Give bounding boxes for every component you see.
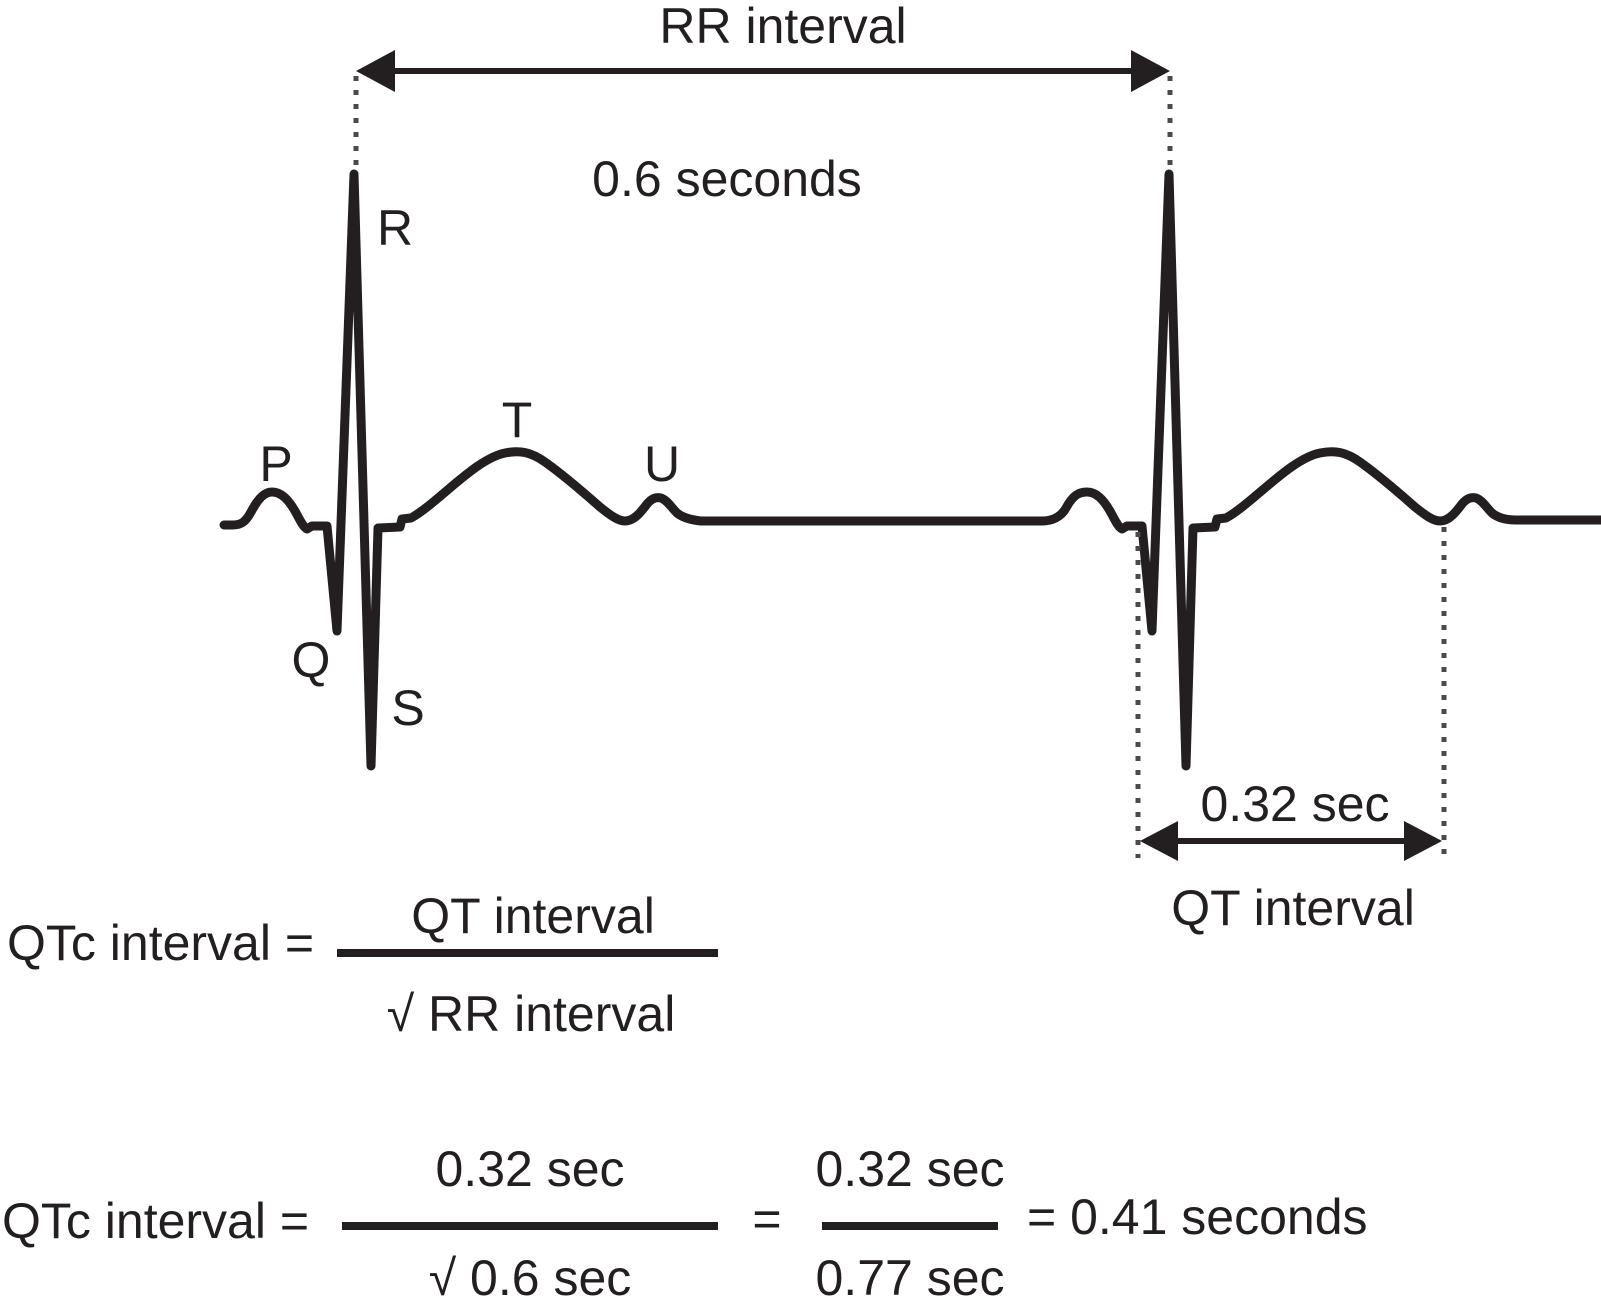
wave-label-s: S xyxy=(391,680,425,736)
wave-label-r: R xyxy=(376,200,414,256)
formula2-fraction1-numerator: 0.32 sec xyxy=(435,1141,625,1197)
formula2-fraction2-denominator: 0.77 sec xyxy=(815,1250,1005,1306)
formula2-equals: = xyxy=(752,1191,782,1247)
formula1-lhs: QTc interval = xyxy=(7,915,315,971)
rr-arrowhead-right xyxy=(1131,50,1170,92)
qt-arrowhead-left xyxy=(1140,821,1178,861)
formula2-result: = 0.41 seconds xyxy=(1027,1189,1368,1245)
rr-duration-label: 0.6 seconds xyxy=(592,151,862,207)
wave-label-p: P xyxy=(259,436,293,492)
formula1-denominator: √ RR interval xyxy=(386,986,676,1042)
qt-arrowhead-right xyxy=(1404,821,1442,861)
formula1-fraction-bar xyxy=(337,949,718,957)
rr-arrowhead-left xyxy=(356,50,395,92)
wave-label-q: Q xyxy=(291,632,331,688)
formula1-numerator: QT interval xyxy=(411,888,655,944)
ecg-trace xyxy=(219,169,1601,771)
rr-interval-label: RR interval xyxy=(659,0,907,54)
formula2-fraction1-denominator: √ 0.6 sec xyxy=(428,1250,632,1306)
qt-duration-label: 0.32 sec xyxy=(1200,776,1390,832)
qt-interval-label: QT interval xyxy=(1171,880,1415,936)
formula2-fraction1-bar xyxy=(342,1222,718,1230)
wave-label-t: T xyxy=(501,392,533,448)
wave-label-u: U xyxy=(643,436,681,492)
formula2-fraction2-bar xyxy=(822,1222,998,1230)
formula2-lhs: QTc interval = xyxy=(2,1193,310,1249)
formula2-fraction2-numerator: 0.32 sec xyxy=(815,1141,1005,1197)
